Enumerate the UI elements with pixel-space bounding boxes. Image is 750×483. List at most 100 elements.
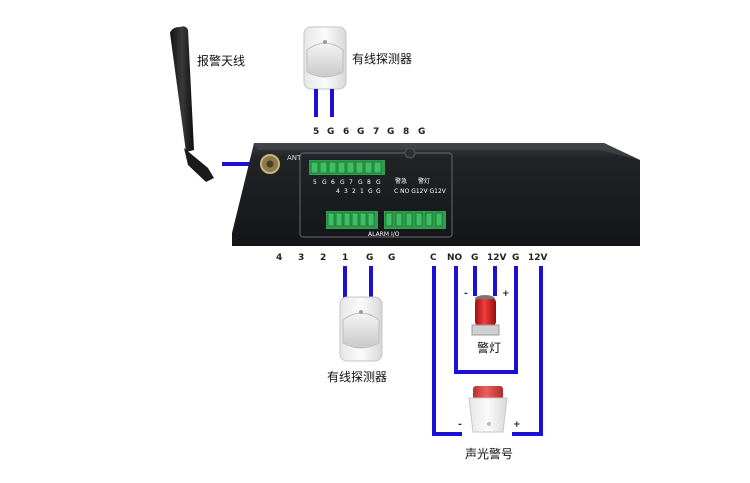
- top-pin-labels: 5 G 6 G 7 G 8 G: [313, 127, 425, 137]
- wire-c-to-siren: [432, 266, 462, 436]
- siren: [468, 386, 508, 433]
- terminal-screw: [319, 161, 328, 174]
- silk-label: G: [376, 188, 381, 195]
- siren-label: 声光警号: [465, 446, 513, 461]
- lower-block-pin-labels: 4 3 2 1 G G: [336, 188, 381, 195]
- pin-label: 2: [320, 253, 326, 263]
- detector-bottom-led: [359, 310, 363, 314]
- terminal-screw: [343, 212, 351, 227]
- warning-light-dome: [475, 299, 496, 325]
- pin-label: 3: [298, 253, 304, 263]
- silk-label: 8: [367, 179, 371, 186]
- silk-label: G: [376, 179, 381, 186]
- terminal-block-upper-screws: [310, 161, 382, 174]
- detector-top: [303, 26, 347, 90]
- terminal-screw: [351, 212, 359, 227]
- terminal-screw: [425, 212, 433, 227]
- pin-label: G: [418, 127, 425, 137]
- light-minus-label: -: [464, 289, 468, 299]
- pin-label: 12V: [528, 253, 548, 263]
- light-plus-label: +: [502, 289, 510, 299]
- output-wiring: [432, 266, 543, 436]
- terminal-screw: [367, 212, 375, 227]
- detector-top-led: [323, 40, 327, 44]
- silk-label: 2: [352, 188, 356, 195]
- alarm-io-label: ALARM I/O: [368, 231, 400, 238]
- relay-pin-caption: C NO G12V G12V: [394, 188, 447, 195]
- siren-dome: [473, 386, 503, 400]
- panel-screw: [404, 147, 416, 159]
- warning-light-base: [471, 324, 500, 336]
- terminal-screw: [346, 161, 355, 174]
- upper-block-pin-labels: 5 G 6 G 7 G 8 G: [313, 179, 381, 186]
- terminal-screw: [435, 212, 443, 227]
- silk-label: G: [368, 188, 373, 195]
- siren-body: [468, 397, 508, 433]
- alarm-host: ANT 5 G 6 G 7 G 8 G 4 3 2: [232, 143, 640, 246]
- terminal-screw: [355, 161, 364, 174]
- warning-light-label: 警灯: [477, 340, 501, 355]
- pin-label: 8: [403, 127, 409, 137]
- detector-bottom-label: 有线探测器: [327, 370, 387, 384]
- pin-label: NO: [447, 253, 463, 263]
- warning-light: [471, 295, 500, 336]
- detector-bottom: [339, 296, 383, 362]
- detector-top-label: 有线探测器: [352, 52, 412, 66]
- silk-label: G: [358, 179, 363, 186]
- pin-label: 6: [343, 127, 349, 137]
- terminal-screw: [337, 161, 346, 174]
- silk-label: G: [340, 179, 345, 186]
- antenna-joint: [184, 148, 214, 182]
- terminal-screw: [328, 161, 337, 174]
- silk-label: 3: [344, 188, 348, 195]
- pin-label: G: [512, 253, 519, 263]
- terminal-screw: [327, 212, 335, 227]
- terminal-block-lower-left-screws: [327, 212, 375, 227]
- terminal-screw: [373, 161, 382, 174]
- silk-label: 5: [313, 179, 317, 186]
- antenna-label: 报警天线: [197, 53, 245, 68]
- antenna: [170, 26, 214, 182]
- ant-connector-pin: [266, 160, 274, 168]
- rear-panel-frame: [299, 152, 453, 238]
- siren-minus-label: -: [458, 420, 462, 430]
- silk-label: 6: [331, 179, 335, 186]
- terminal-screw: [395, 212, 403, 227]
- wire-no-loop: [454, 266, 518, 374]
- silk-label: G: [322, 179, 327, 186]
- terminal-screw: [364, 161, 373, 174]
- pin-label: G: [327, 127, 334, 137]
- pin-label: 7: [373, 127, 379, 137]
- pin-label: G: [387, 127, 394, 137]
- silk-label: 7: [349, 179, 353, 186]
- pin-label: G: [388, 253, 395, 263]
- wire-12v-to-siren: [512, 266, 543, 436]
- detector-bottom-lens: [342, 312, 380, 349]
- pin-label: 1: [342, 253, 348, 263]
- pin-label: G: [366, 253, 373, 263]
- siren-sensor: [487, 422, 491, 426]
- alarm-host-top-edge: [254, 143, 640, 160]
- bottom-left-pin-labels: 4 3 2 1 G G: [276, 253, 395, 263]
- terminal-screw: [310, 161, 319, 174]
- ant-label: ANT: [287, 154, 302, 162]
- pin-label: 12V: [487, 253, 507, 263]
- terminal-block-lower-right-screws: [385, 212, 443, 227]
- relay-caption-1: 警急: [395, 177, 407, 185]
- terminal-screw: [415, 212, 423, 227]
- pin-label: 5: [313, 127, 319, 137]
- pin-label: G: [471, 253, 478, 263]
- terminal-screw: [359, 212, 367, 227]
- pin-label: G: [357, 127, 364, 137]
- siren-plus-label: +: [513, 420, 521, 430]
- antenna-rod: [170, 26, 194, 152]
- terminal-screw: [405, 212, 413, 227]
- silk-label: 1: [360, 188, 364, 195]
- pin-label: 4: [276, 253, 282, 263]
- silk-label: 4: [336, 188, 340, 195]
- detector-top-lens: [306, 42, 344, 78]
- relay-caption-2: 警灯: [418, 177, 430, 185]
- terminal-screw: [385, 212, 393, 227]
- bottom-right-pin-labels: C NO G 12V G 12V: [430, 253, 548, 263]
